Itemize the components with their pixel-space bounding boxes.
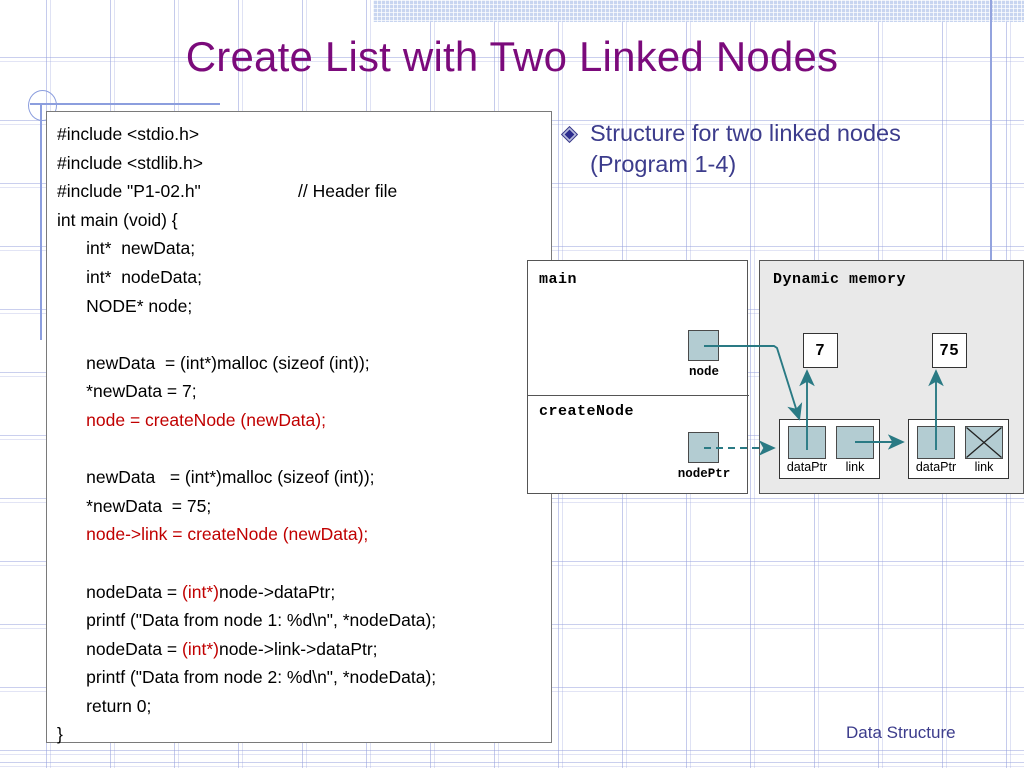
pointer-label-nodeptr: nodePtr xyxy=(677,467,731,481)
bullet-item: Structure for two linked nodes (Program … xyxy=(560,118,1011,180)
code-line: *newData = 7; xyxy=(57,381,197,402)
code-line: node->link = createNode (newData); xyxy=(57,524,369,545)
diamond-bullet-icon xyxy=(560,125,579,144)
node-2-link-cell-null xyxy=(965,426,1003,459)
node-1-dataptr-label: dataPtr xyxy=(786,460,828,474)
value-box-7: 7 xyxy=(803,333,838,368)
right-vertical-rule xyxy=(990,0,992,262)
code-fragment: node->link->dataPtr; xyxy=(218,638,378,659)
node-2-dataptr-label: dataPtr xyxy=(915,460,957,474)
code-line: printf ("Data from node 2: %d\n", *nodeD… xyxy=(57,667,437,688)
code-line: int* newData; xyxy=(57,238,196,259)
page-title: Create List with Two Linked Nodes xyxy=(185,33,839,80)
frame-label-main: main xyxy=(539,271,578,288)
pointer-cell-nodeptr xyxy=(688,432,719,463)
code-line: int main (void) { xyxy=(57,209,178,230)
code-line xyxy=(57,435,551,464)
code-line: return 0; xyxy=(57,695,152,716)
bullet-text: Structure for two linked nodes (Program … xyxy=(590,118,901,180)
code-line: nodeData = (int*)node->dataPtr; xyxy=(57,578,551,607)
code-line: NODE* node; xyxy=(57,295,193,316)
code-line: node = createNode (newData); xyxy=(57,409,326,430)
top-decorative-band xyxy=(373,0,1024,22)
code-fragment: nodeData = xyxy=(57,638,183,659)
frame-label-createnode: createNode xyxy=(539,403,635,420)
bullet-line-1: Structure for two linked nodes xyxy=(590,120,901,146)
dynamic-memory-title: Dynamic memory xyxy=(773,271,907,288)
code-line: #include "P1-02.h" // Header file xyxy=(57,181,398,202)
decorative-vertical-rule xyxy=(40,104,42,340)
code-line xyxy=(57,320,551,349)
node-1-dataptr-cell xyxy=(788,426,826,459)
code-fragment: nodeData = xyxy=(57,581,183,602)
code-fragment-highlight: (int*) xyxy=(182,581,219,602)
node-1-link-label: link xyxy=(845,460,865,474)
code-listing: #include <stdio.h> #include <stdlib.h> #in… xyxy=(57,120,551,749)
code-line: newData = (int*)malloc (sizeof (int)); xyxy=(57,352,370,373)
pointer-label-node: node xyxy=(688,365,719,379)
code-line: #include <stdio.h> xyxy=(57,124,200,144)
frame-divider xyxy=(528,395,749,397)
footer-text: Data Structure xyxy=(846,723,956,742)
binder-ring-icon xyxy=(28,90,57,121)
code-line: newData = (int*)malloc (sizeof (int)); xyxy=(57,467,375,488)
code-line: #include <stdlib.h> xyxy=(57,152,203,173)
pointer-cell-node xyxy=(688,330,719,361)
memory-diagram: main createNode node nodePtr Dynamic mem… xyxy=(527,260,1024,494)
node-2-dataptr-cell xyxy=(917,426,955,459)
code-line: nodeData = (int*)node->link->dataPtr; xyxy=(57,635,551,664)
code-panel: #include <stdio.h> #include <stdlib.h> #in… xyxy=(46,111,552,744)
code-line: } xyxy=(57,724,63,745)
value-box-75: 75 xyxy=(932,333,967,368)
code-line: *newData = 75; xyxy=(57,495,212,516)
code-line: printf ("Data from node 1: %d\n", *nodeD… xyxy=(57,610,437,631)
code-fragment: node->dataPtr; xyxy=(218,581,336,602)
code-line: int* nodeData; xyxy=(57,266,202,287)
code-fragment-highlight: (int*) xyxy=(182,638,219,659)
node-1-link-cell xyxy=(836,426,874,459)
node-2-link-label: link xyxy=(974,460,994,474)
decorative-horizontal-rule xyxy=(30,103,220,105)
bullet-line-2: (Program 1-4) xyxy=(590,151,737,177)
code-line xyxy=(57,549,551,578)
